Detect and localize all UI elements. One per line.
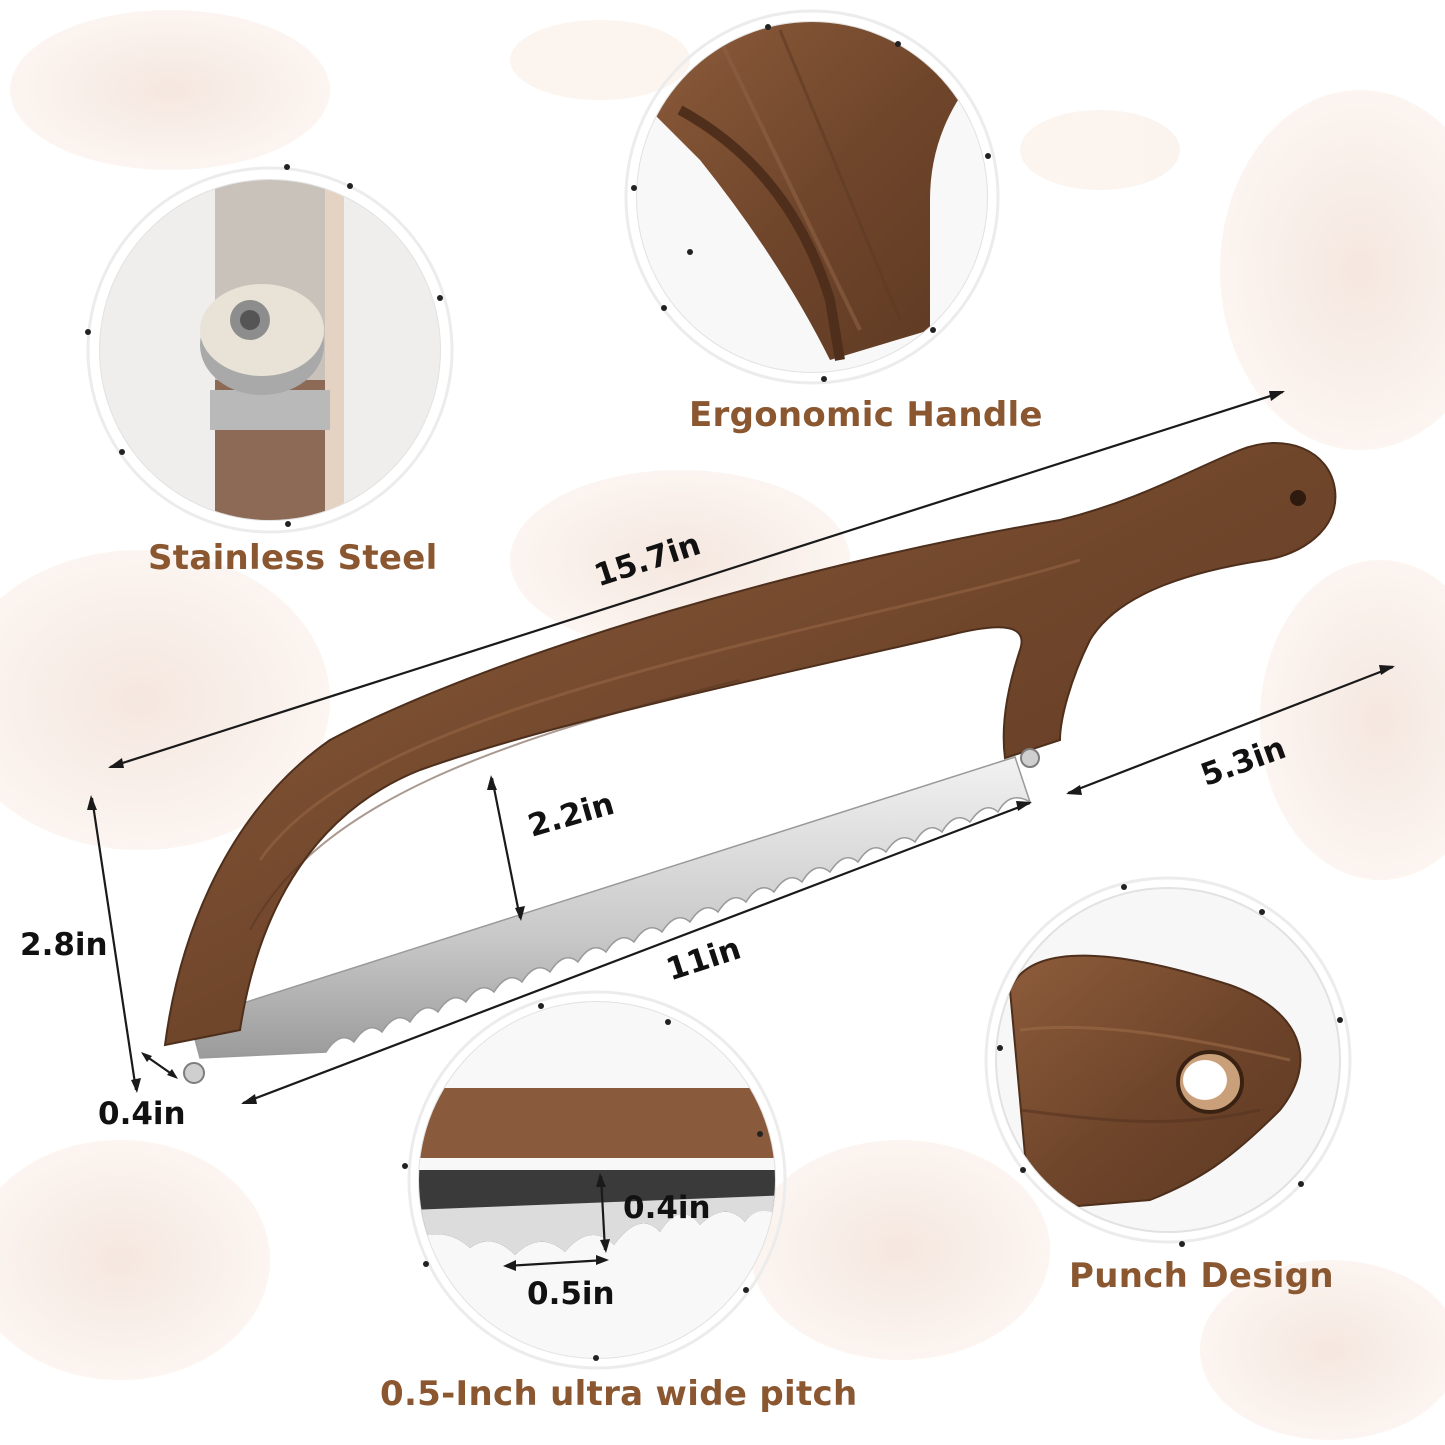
screw bbox=[183, 1062, 205, 1084]
punch-design-label: Punch Design bbox=[1069, 1256, 1334, 1296]
frame-width-label: 0.4in bbox=[98, 1096, 186, 1132]
pitch-label: 0.5-Inch ultra wide pitch bbox=[380, 1374, 858, 1414]
overall-height-label: 2.8in bbox=[20, 927, 108, 963]
stainless-steel-detail bbox=[85, 164, 454, 534]
pitch-detail bbox=[402, 990, 787, 1370]
screw bbox=[1020, 748, 1040, 768]
tooth-pitch-label: 0.5in bbox=[527, 1276, 615, 1312]
serrated-blade bbox=[189, 756, 1032, 1059]
ergonomic-handle-label: Ergonomic Handle bbox=[689, 395, 1043, 435]
stainless-steel-label: Stainless Steel bbox=[148, 538, 438, 578]
bread-background bbox=[0, 10, 1445, 1440]
hanging-hole bbox=[1290, 490, 1306, 506]
dimension-arrows bbox=[87, 390, 1395, 1105]
ergonomic-handle-detail bbox=[624, 9, 1000, 385]
punch-design-detail bbox=[984, 876, 1352, 1247]
tooth-depth-label: 0.4in bbox=[623, 1190, 711, 1226]
bread-saw bbox=[163, 442, 1337, 1084]
